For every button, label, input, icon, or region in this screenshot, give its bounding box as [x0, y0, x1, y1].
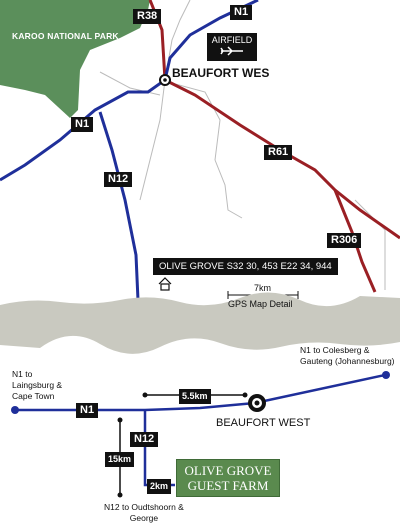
n12-badge: N12 — [104, 172, 133, 187]
overview-n12-road — [143, 410, 175, 487]
n1-colesberg-label: N1 to Colesberg & Gauteng (Johannesburg) — [300, 345, 395, 366]
n12-road — [98, 111, 140, 301]
overview-n1-badge: N1 — [76, 403, 99, 418]
airplane-icon — [220, 46, 243, 56]
town-marker-icon — [159, 74, 171, 86]
national-park-label: KAROO NATIONAL PARK — [12, 31, 119, 41]
minor-road — [214, 159, 243, 219]
airfield-sign: AIRFIELD — [207, 33, 257, 61]
beaufort-west-overview-label: BEAUFORT WEST — [216, 417, 311, 429]
minor-road — [354, 199, 386, 290]
minor-road — [139, 79, 166, 201]
n1-laingsburg-label: N1 to Laingsburg & Cape Town — [12, 369, 63, 401]
scale-label: 7km — [254, 283, 272, 293]
r61-badge: R61 — [264, 145, 293, 160]
r61-road — [164, 78, 400, 240]
beaufort-west-detail-label: BEAUFORT WES — [172, 66, 270, 80]
overview-town-marker-icon — [248, 394, 266, 412]
torn-paper-band — [0, 292, 400, 354]
olive-grove-farm-box: OLIVE GROVE GUEST FARM — [176, 459, 280, 497]
r38-badge: R38 — [133, 9, 162, 24]
house-icon — [158, 277, 172, 291]
olive-grove-coordinates: OLIVE GROVE S32 30, 453 E22 34, 944 — [153, 258, 338, 275]
distance-2km-label: 2km — [147, 479, 172, 494]
n1-top-badge: N1 — [230, 5, 253, 20]
airfield-label: AIRFIELD — [211, 35, 253, 45]
national-park-area — [0, 0, 150, 118]
overview-n12-badge: N12 — [130, 432, 159, 447]
minor-road — [99, 71, 161, 96]
laingsburg-end-dot — [11, 406, 19, 414]
r306-badge: R306 — [327, 233, 362, 248]
colesberg-end-dot — [382, 371, 390, 379]
gps-map-detail-label: GPS Map Detail — [228, 299, 293, 309]
distance-15km-label: 15km — [105, 452, 135, 467]
distance-5-5km-label: 5.5km — [179, 389, 211, 404]
n12-oudtshoorn-label: N12 to Oudtshoorn & George — [104, 502, 184, 523]
n1-left-badge: N1 — [71, 117, 94, 132]
n1-road — [0, 0, 259, 182]
